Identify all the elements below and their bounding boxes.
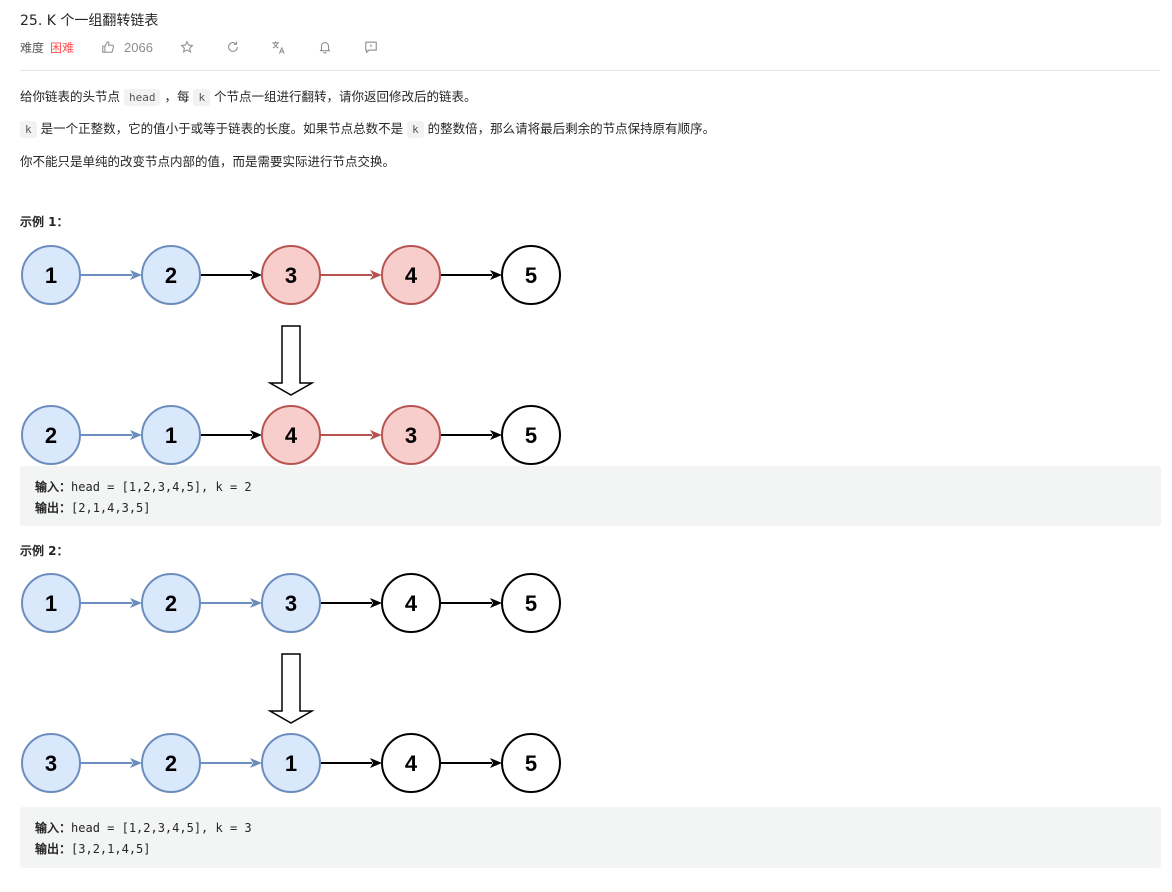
node-value: 2 [165, 263, 177, 288]
node-value: 3 [405, 423, 417, 448]
node-value: 1 [45, 263, 57, 288]
arrow-head [490, 758, 502, 768]
arrow-head [370, 758, 382, 768]
inline-code: head [123, 89, 161, 106]
difficulty-label: 难度 [20, 40, 45, 55]
list-node [501, 733, 561, 793]
list-node [21, 733, 81, 793]
list-node [21, 405, 81, 465]
arrow-head [370, 270, 382, 280]
arrow-head [130, 598, 142, 608]
arrow-head [130, 758, 142, 768]
arrow-head [130, 430, 142, 440]
list-node [261, 405, 321, 465]
list-node [141, 733, 201, 793]
input-label: 输入： [35, 480, 72, 494]
example-1-title: 示例 1： [20, 215, 69, 229]
inline-code: k [20, 121, 37, 138]
problem-title: 25. K 个一组翻转链表 [20, 13, 159, 29]
share-icon[interactable] [225, 39, 241, 55]
description-paragraph-1: 给你链表的头节点 head ，每 k 个节点一组进行翻转，请你返回修改后的链表。 [20, 86, 477, 106]
list-node [21, 245, 81, 305]
list-node [501, 573, 561, 633]
arrow-head [490, 270, 502, 280]
node-value: 4 [405, 591, 418, 616]
arrow-head [490, 430, 502, 440]
node-value: 3 [45, 751, 57, 776]
arrow-head [490, 598, 502, 608]
example-1-diagram: 1 2 3 4 5 2 1 4 3 5 [21, 245, 561, 465]
node-value: 1 [45, 591, 57, 616]
comment-icon[interactable] [363, 39, 379, 55]
description-paragraph-2: k 是一个正整数，它的值小于或等于链表的长度。如果节点总数不是 k 的整数倍，那… [20, 118, 716, 138]
header-divider [20, 70, 1160, 71]
node-value: 3 [285, 263, 297, 288]
arrow-head [250, 758, 262, 768]
example-2-title: 示例 2： [20, 544, 69, 558]
node-value: 3 [285, 591, 297, 616]
list-node [381, 245, 441, 305]
node-value: 2 [165, 751, 177, 776]
input-label: 输入： [35, 821, 72, 835]
list-node [141, 405, 201, 465]
list-node [501, 245, 561, 305]
list-node [501, 405, 561, 465]
list-node [21, 573, 81, 633]
arrow-head [250, 270, 262, 280]
translate-icon[interactable] [271, 39, 287, 55]
node-value: 5 [525, 423, 537, 448]
description-paragraph-3: 你不能只是单纯的改变节点内部的值，而是需要实际进行节点交换。 [20, 154, 396, 169]
text: 的整数倍，那么请将最后剩余的节点保持原有顺序。 [423, 121, 716, 136]
arrow-head [370, 598, 382, 608]
transform-arrow [267, 653, 315, 724]
like-count: 2066 [124, 39, 153, 55]
text: 是一个正整数，它的值小于或等于链表的长度。如果节点总数不是 [36, 121, 408, 136]
text: 个节点一组进行翻转，请你返回修改后的链表。 [210, 89, 477, 104]
list-node [381, 573, 441, 633]
node-value: 5 [525, 751, 537, 776]
list-node [261, 733, 321, 793]
list-node [261, 573, 321, 633]
difficulty-badge: 困难 [50, 40, 75, 55]
node-value: 1 [285, 751, 297, 776]
example-2-io: 输入：head = [1,2,3,4,5], k = 3 输出：[3,2,1,4… [20, 807, 1161, 868]
arrow-head [250, 430, 262, 440]
inline-code: k [193, 89, 211, 106]
transform-arrow [267, 325, 315, 396]
problem-meta: 难度 困难 2066 [20, 38, 379, 56]
node-value: 5 [525, 591, 537, 616]
bell-icon[interactable] [317, 39, 333, 55]
example-1-io: 输入：head = [1,2,3,4,5], k = 2 输出：[2,1,4,3… [20, 466, 1161, 526]
text: 给你链表的头节点 [20, 89, 124, 104]
node-value: 5 [525, 263, 537, 288]
node-value: 2 [45, 423, 57, 448]
input-value: head = [1,2,3,4,5], k = 3 [71, 821, 252, 835]
like-button[interactable]: 2066 [100, 39, 153, 55]
output-value: [3,2,1,4,5] [71, 842, 151, 856]
node-value: 1 [165, 423, 177, 448]
arrow-head [130, 270, 142, 280]
list-node [141, 245, 201, 305]
node-value: 4 [285, 423, 298, 448]
arrow-head [370, 430, 382, 440]
node-value: 4 [405, 263, 418, 288]
output-value: [2,1,4,3,5] [71, 501, 151, 515]
star-icon[interactable] [179, 39, 195, 55]
list-node [261, 245, 321, 305]
input-value: head = [1,2,3,4,5], k = 2 [71, 480, 252, 494]
list-node [381, 733, 441, 793]
output-label: 输出： [35, 501, 72, 515]
arrow-head [250, 598, 262, 608]
text: ，每 [160, 89, 194, 104]
list-node [381, 405, 441, 465]
list-node [141, 573, 201, 633]
example-2-diagram: 1 2 3 4 5 3 2 1 4 5 [21, 573, 561, 793]
inline-code: k [407, 121, 424, 138]
node-value: 4 [405, 751, 418, 776]
output-label: 输出： [35, 842, 72, 856]
node-value: 2 [165, 591, 177, 616]
thumbs-up-icon[interactable] [100, 39, 116, 55]
